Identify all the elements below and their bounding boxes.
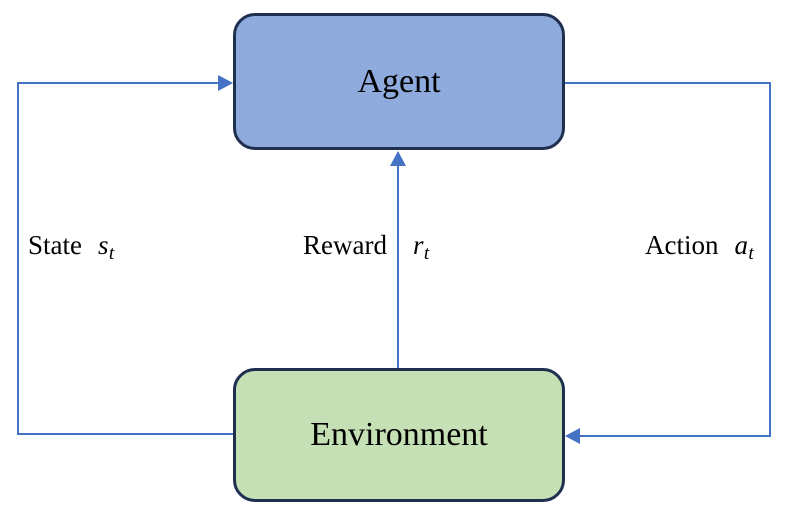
reward-edge-label: Reward rt	[303, 230, 430, 265]
state-edge-word: State	[28, 230, 82, 260]
environment-node-label: Environment	[310, 416, 488, 453]
reward-edge-word: Reward	[303, 230, 387, 260]
state-edge-line-bottom	[17, 433, 233, 435]
environment-node: Environment	[233, 368, 565, 502]
action-edge-line-vertical	[769, 82, 771, 437]
state-edge-line-vertical	[17, 82, 19, 435]
agent-node: Agent	[233, 13, 565, 150]
state-symbol: st	[98, 230, 115, 265]
action-symbol: at	[734, 230, 754, 265]
reward-arrowhead-icon	[390, 151, 406, 166]
action-arrowhead-icon	[565, 428, 580, 444]
action-edge-line-top	[565, 82, 771, 84]
action-edge-label: Action at	[645, 230, 754, 265]
reward-edge-line-vertical	[397, 163, 399, 368]
reward-symbol: rt	[412, 230, 430, 265]
state-edge-line-top	[17, 82, 219, 84]
action-edge-word: Action	[645, 230, 719, 260]
action-edge-line-bottom	[580, 435, 771, 437]
agent-node-label: Agent	[357, 62, 441, 100]
state-arrowhead-icon	[218, 75, 233, 91]
